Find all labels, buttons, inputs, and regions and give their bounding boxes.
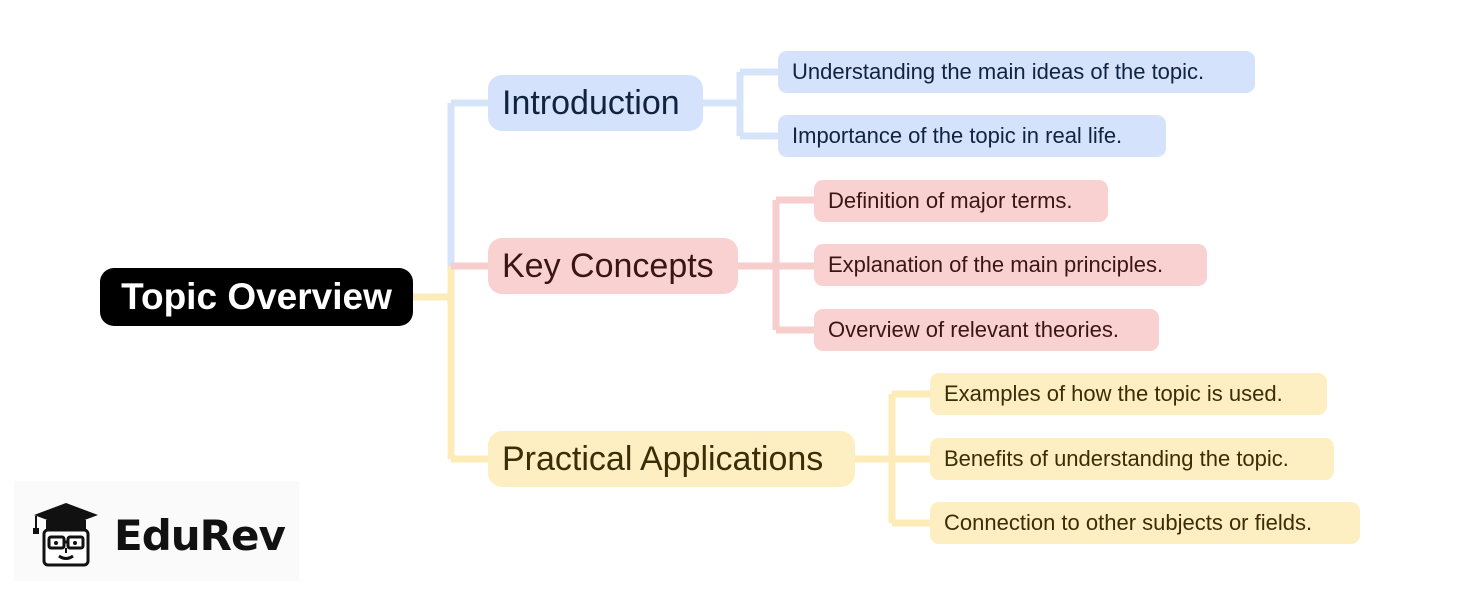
- leaf-key-concepts-2: Explanation of the main principles.: [814, 244, 1207, 286]
- leaf-label: Explanation of the main principles.: [828, 252, 1164, 277]
- branch-key-concepts: Key Concepts: [488, 238, 738, 294]
- logo-text: EduRev: [114, 511, 286, 560]
- branch-label: Key Concepts: [502, 246, 714, 285]
- branch-introduction: Introduction: [488, 75, 703, 131]
- leaf-label: Understanding the main ideas of the topi…: [792, 59, 1205, 84]
- leaf-label: Overview of relevant theories.: [828, 317, 1120, 342]
- leaf-key-concepts-1: Definition of major terms.: [814, 180, 1108, 222]
- root-label: Topic Overview: [121, 276, 392, 317]
- leaf-label: Importance of the topic in real life.: [792, 123, 1123, 148]
- leaf-practical-applications-2: Benefits of understanding the topic.: [930, 438, 1334, 480]
- connector-introduction-children: [703, 68, 778, 140]
- leaf-introduction-1: Understanding the main ideas of the topi…: [778, 51, 1255, 93]
- leaf-practical-applications-1: Examples of how the topic is used.: [930, 373, 1327, 415]
- root-node: Topic Overview: [100, 268, 413, 326]
- branch-label: Practical Applications: [502, 439, 824, 478]
- edurev-logo: EduRev: [14, 481, 299, 581]
- leaf-label: Connection to other subjects or fields.: [944, 510, 1313, 535]
- branch-practical-applications: Practical Applications: [488, 431, 855, 487]
- leaf-label: Benefits of understanding the topic.: [944, 446, 1289, 471]
- connector-practical-applications-children: [855, 390, 930, 527]
- leaf-introduction-2: Importance of the topic in real life.: [778, 115, 1166, 157]
- branch-label: Introduction: [502, 83, 680, 122]
- leaf-practical-applications-3: Connection to other subjects or fields.: [930, 502, 1360, 544]
- leaf-label: Examples of how the topic is used.: [944, 381, 1283, 406]
- graduation-cap-icon: [33, 503, 98, 567]
- leaf-label: Definition of major terms.: [828, 188, 1073, 213]
- leaf-key-concepts-3: Overview of relevant theories.: [814, 309, 1159, 351]
- connector-key-concepts-children: [738, 196, 814, 334]
